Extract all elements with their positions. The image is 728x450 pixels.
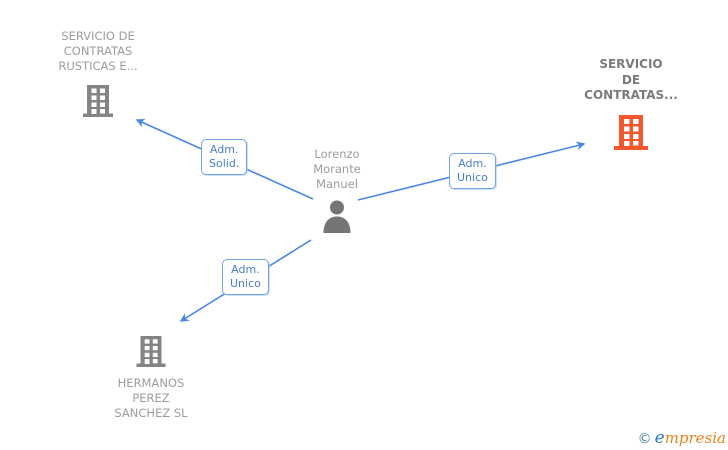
company-top-right-label: SERVICIO DE CONTRATAS...	[584, 57, 678, 102]
edge-label-adm-solid[interactable]: Adm. Solid.	[201, 139, 248, 175]
building-icon	[136, 336, 166, 367]
company-top-left-label: SERVICIO DE CONTRATAS RUSTICAS E...	[58, 29, 138, 73]
empresia-logo[interactable]: ©empresia	[638, 428, 726, 448]
copyright-icon: ©	[637, 431, 652, 447]
node-company-bottom-left[interactable]: HERMANOS PEREZ SANCHEZ SL	[81, 336, 221, 421]
person-label: Lorenzo Morante Manuel	[313, 147, 361, 191]
node-company-top-left[interactable]: SERVICIO DE CONTRATAS RUSTICAS E...	[28, 29, 168, 117]
logo-brand-initial: e	[654, 428, 665, 448]
logo-brand-rest: mpresia	[664, 429, 726, 447]
edge-label-adm-unico-bottom[interactable]: Adm. Unico	[222, 259, 269, 295]
node-person-lorenzo-morante-manuel[interactable]: Lorenzo Morante Manuel	[277, 147, 397, 233]
person-icon	[323, 200, 351, 233]
building-icon	[83, 85, 113, 117]
building-icon	[614, 114, 648, 150]
edge-label-adm-unico-right[interactable]: Adm. Unico	[449, 153, 496, 189]
company-bottom-left-label: HERMANOS PEREZ SANCHEZ SL	[114, 376, 188, 420]
node-company-top-right[interactable]: SERVICIO DE CONTRATAS...	[561, 57, 701, 150]
